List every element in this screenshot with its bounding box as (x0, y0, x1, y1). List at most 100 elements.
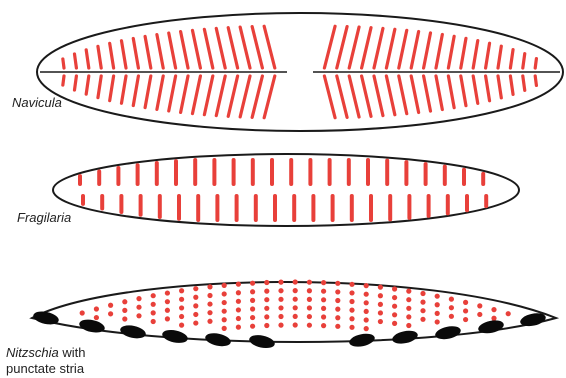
navicula-stria (181, 32, 188, 68)
nitzschia-punctum (435, 319, 440, 324)
nitzschia-punctum (449, 297, 454, 302)
nitzschia-punctum (463, 308, 468, 313)
nitzschia-punctum (307, 288, 312, 293)
navicula-stria (510, 76, 513, 94)
navicula-stria (63, 76, 64, 85)
nitzschia-punctum (364, 300, 369, 305)
nitzschia-punctum (193, 312, 198, 317)
nitzschia-punctum (236, 290, 241, 295)
nitzschia-keel-dot (161, 328, 189, 345)
nitzschia-punctum (378, 310, 383, 315)
nitzschia-punctum (250, 289, 255, 294)
navicula-stria (486, 43, 490, 68)
nitzschia-punctum (449, 314, 454, 319)
nitzschia-punctum (491, 307, 496, 312)
nitzschia-punctum (236, 299, 241, 304)
fragilaria-valve (53, 154, 519, 226)
navicula-stria (362, 76, 371, 116)
nitzschia-punctum (435, 311, 440, 316)
nitzschia-punctum (207, 310, 212, 315)
nitzschia-valve (32, 279, 556, 350)
nitzschia-punctum (293, 322, 298, 327)
nitzschia-punctum (491, 316, 496, 321)
navicula-stria (169, 33, 176, 68)
nitzschia-punctum (335, 324, 340, 329)
nitzschia-punctum (307, 280, 312, 285)
nitzschia-punctum (378, 319, 383, 324)
nitzschia-punctum (80, 310, 85, 315)
nitzschia-punctum (165, 290, 170, 295)
navicula-stria (86, 76, 89, 94)
nitzschia-punctum (349, 308, 354, 313)
nitzschia-punctum (293, 305, 298, 310)
navicula-stria (228, 76, 237, 116)
nitzschia-punctum (179, 297, 184, 302)
nitzschia-punctum (179, 323, 184, 328)
navicula-stria (411, 32, 418, 68)
navicula-stria (74, 54, 76, 68)
nitzschia-punctum (321, 314, 326, 319)
nitzschia-punctum (435, 294, 440, 299)
navicula-stria (240, 27, 250, 68)
navicula-stria (204, 29, 212, 68)
nitzschia-keel-dot (78, 317, 106, 334)
nitzschia-punctum (321, 323, 326, 328)
nitzschia-punctum (321, 280, 326, 285)
nitzschia-name: Nitzschia (6, 345, 59, 360)
navicula-stria (145, 36, 151, 68)
nitzschia-punctum (207, 293, 212, 298)
navicula-stria (523, 76, 525, 90)
nitzschia-punctum (236, 325, 241, 330)
nitzschia-punctum (179, 314, 184, 319)
navicula-stria (448, 36, 454, 68)
navicula-stria (133, 38, 138, 68)
nitzschia-punctum (335, 315, 340, 320)
navicula-name: Navicula (12, 95, 62, 110)
navicula-stria (252, 27, 262, 68)
fragilaria-outline (53, 154, 519, 226)
nitzschia-punctum (293, 288, 298, 293)
navicula-stria (498, 46, 501, 68)
nitzschia-punctum (250, 315, 255, 320)
nitzschia-punctum (349, 282, 354, 287)
nitzschia-keel-dot (204, 331, 232, 348)
navicula-stria (110, 76, 114, 101)
nitzschia-punctum (506, 311, 511, 316)
nitzschia-punctum (420, 317, 425, 322)
nitzschia-punctum (364, 326, 369, 331)
nitzschia-punctum (321, 289, 326, 294)
navicula-stria (216, 76, 225, 116)
nitzschia-punctum (392, 304, 397, 309)
nitzschia-punctum (136, 305, 141, 310)
nitzschia-punctum (307, 323, 312, 328)
nitzschia-punctum (307, 314, 312, 319)
nitzschia-punctum (264, 297, 269, 302)
nitzschia-label-line2: punctate stria (6, 361, 85, 377)
nitzschia-punctum (378, 285, 383, 290)
nitzschia-keel-dot (434, 324, 462, 341)
navicula-stria (63, 59, 64, 68)
nitzschia-punctum (222, 326, 227, 331)
fragilaria-name: Fragilaria (17, 210, 71, 225)
navicula-stria (121, 76, 126, 103)
navicula-stria (349, 27, 359, 68)
nitzschia-punctum (293, 279, 298, 284)
nitzschia-punctum (392, 295, 397, 300)
nitzschia-punctum (364, 283, 369, 288)
navicula-stria (424, 76, 431, 111)
nitzschia-punctum (364, 317, 369, 322)
nitzschia-punctum (463, 317, 468, 322)
nitzschia-punctum (151, 302, 156, 307)
nitzschia-punctum (278, 280, 283, 285)
nitzschia-punctum (349, 290, 354, 295)
navicula-stria (228, 28, 237, 68)
nitzschia-punctum (250, 281, 255, 286)
nitzschia-punctum (321, 297, 326, 302)
nitzschia-keel-dot (391, 329, 419, 346)
nitzschia-punctum (392, 286, 397, 291)
navicula-stria (461, 38, 466, 68)
navicula-stria (133, 76, 138, 106)
nitzschia-punctum (136, 313, 141, 318)
nitzschia-punctum (406, 297, 411, 302)
nitzschia-punctum (435, 302, 440, 307)
